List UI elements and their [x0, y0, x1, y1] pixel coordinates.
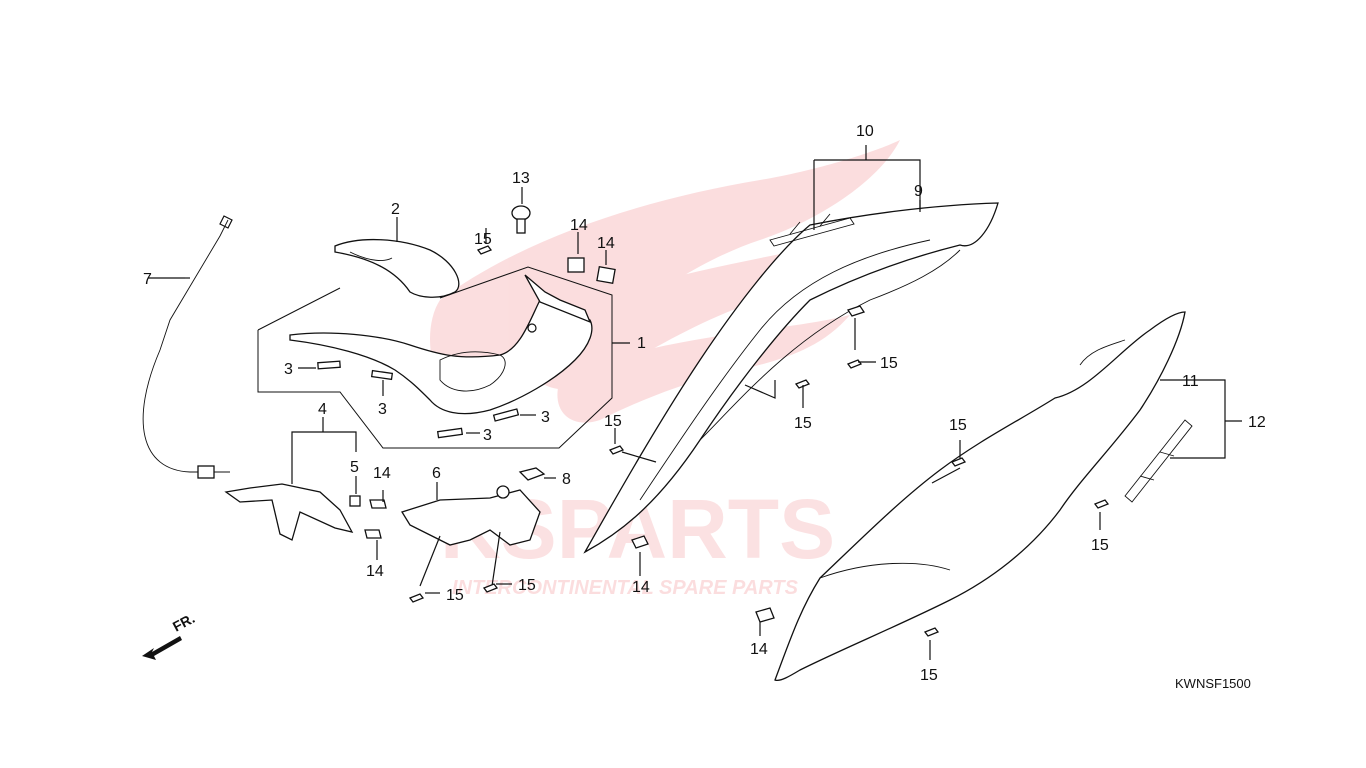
- watermark-tagline: INTERCONTINENTAL SPARE PARTS: [452, 577, 799, 599]
- callout: 4: [318, 401, 327, 418]
- callout: 15: [920, 667, 938, 684]
- part-knob: [511, 187, 531, 234]
- emblem-pcx-rail: [769, 213, 855, 247]
- callout: 10: [856, 123, 874, 140]
- callout: 14: [373, 465, 391, 482]
- callout: 15: [474, 231, 492, 248]
- callout: 14: [597, 235, 615, 252]
- callout: 3: [483, 427, 492, 444]
- callout: 3: [541, 409, 550, 426]
- callout: 15: [604, 413, 622, 430]
- callout: 15: [518, 577, 536, 594]
- part-bracket-assembly: [224, 467, 546, 546]
- callout: 5: [350, 459, 359, 476]
- part-center-cover: [289, 274, 593, 415]
- part-side-cover: [774, 311, 1186, 682]
- callout: 14: [366, 563, 384, 580]
- callout-labels: 1 2 3 3 3 3 3 4 5 6 7 8 9 10 11 12 13 14…: [143, 123, 1266, 658]
- callout: 12: [1248, 414, 1266, 431]
- callout: 14: [570, 217, 588, 234]
- callout: 14: [632, 579, 650, 596]
- callout: 15: [446, 587, 464, 604]
- part-fasteners-top: [476, 228, 616, 285]
- callout: 3: [284, 361, 293, 378]
- callout: 15: [1091, 537, 1109, 554]
- part-cable: [142, 215, 233, 479]
- callout: 3: [378, 401, 387, 418]
- front-direction-arrow: [142, 636, 182, 660]
- callout: 6: [432, 465, 441, 482]
- part-code: KWNSF1500: [1175, 676, 1251, 691]
- callout: 15: [949, 417, 967, 434]
- callout: 1: [637, 335, 646, 352]
- callout: 2: [391, 201, 400, 218]
- callout: 13: [512, 170, 530, 187]
- callout: 7: [143, 271, 152, 288]
- part-small-cover: [334, 217, 460, 298]
- callout: 11: [1182, 373, 1199, 390]
- callout: 15: [794, 415, 812, 432]
- callout: 9: [914, 183, 923, 200]
- callout: 15: [880, 355, 898, 372]
- direction-label: FR.: [170, 610, 197, 635]
- part-clips: [298, 360, 536, 439]
- callout: 14: [750, 641, 768, 658]
- emblem-pcx-cover: [1124, 419, 1193, 503]
- callout: 8: [562, 471, 571, 488]
